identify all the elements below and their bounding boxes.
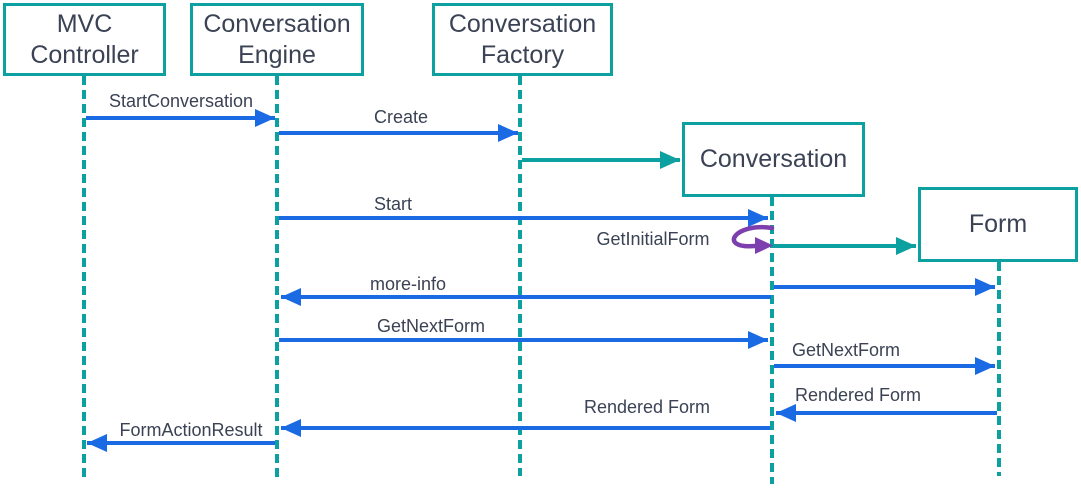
self-call-loop-icon [731,224,775,254]
participant-label: MVC [56,9,113,38]
participant-form: Form [918,187,1078,262]
arrow-start [279,216,768,220]
participant-label: Form [968,210,1028,238]
participant-conversation-factory: Conversation Factory [432,3,613,76]
participant-label: Engine [238,40,316,69]
arrow-rendered-form-to-engine [281,426,770,430]
message-label-formactionresult: FormActionResult [119,420,263,440]
message-label-rendered-form-2: Rendered Form [583,397,711,417]
message-label-create: Create [373,107,429,127]
arrow-startconversation [86,116,275,120]
arrow-create [279,131,518,135]
lifeline-conversation [770,197,774,484]
participant-label: Conversation [699,145,848,173]
message-label-getinitialform: GetInitialForm [596,229,710,249]
message-label-getnextform-2: GetNextForm [791,340,901,360]
participant-mvc-controller: MVC Controller [3,3,166,76]
lifeline-conversation-engine [275,76,279,480]
message-label-start: Start [373,194,413,214]
message-label-rendered-form-1: Rendered Form [794,385,922,405]
participant-conversation-engine: Conversation Engine [190,3,364,76]
arrow-more-info [281,295,771,299]
arrow-formactionresult [87,441,275,445]
participant-label: Factory [480,40,565,69]
message-label-more-info: more-info [369,274,447,294]
arrow-getnextform-form [774,364,995,368]
participant-label: Controller [30,40,139,69]
arrow-getnextform-engine [279,338,768,342]
arrow-create-conversation-object [522,158,680,162]
message-label-getnextform-1: GetNextForm [376,316,486,336]
participant-label: Conversation [448,9,597,38]
message-label-startconversation: StartConversation [108,91,254,111]
lifeline-form [997,262,1001,476]
lifeline-mvc-controller [82,76,86,480]
participant-label: Conversation [203,9,351,38]
arrow-create-form-object [774,244,916,248]
arrow-conversation-to-form [774,285,995,289]
arrow-rendered-form-to-conversation [776,411,997,415]
lifeline-conversation-factory [518,76,522,476]
participant-conversation: Conversation [682,122,865,197]
